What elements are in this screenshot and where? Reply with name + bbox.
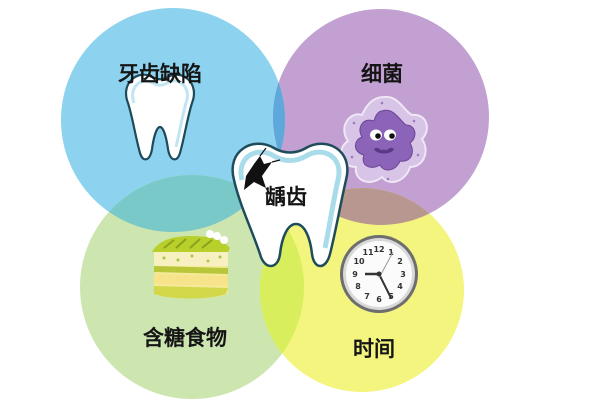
label-sugary-food: 含糖食物 bbox=[143, 326, 227, 350]
svg-text:3: 3 bbox=[400, 270, 406, 279]
svg-text:12: 12 bbox=[373, 245, 384, 254]
svg-text:8: 8 bbox=[355, 282, 361, 291]
svg-text:1: 1 bbox=[388, 248, 394, 257]
label-bacteria: 细菌 bbox=[361, 62, 403, 86]
clock-icon: 12 1 2 3 4 5 6 7 8 9 10 11 bbox=[340, 235, 418, 313]
cake-icon bbox=[152, 230, 230, 299]
svg-text:11: 11 bbox=[362, 248, 374, 257]
svg-text:6: 6 bbox=[376, 295, 382, 304]
svg-text:9: 9 bbox=[352, 270, 358, 279]
label-time: 时间 bbox=[353, 337, 395, 361]
tooth-icon bbox=[125, 73, 195, 161]
bacteria-icon bbox=[340, 95, 428, 183]
svg-text:10: 10 bbox=[353, 257, 365, 266]
label-tooth-defect: 牙齿缺陷 bbox=[118, 62, 202, 86]
svg-text:4: 4 bbox=[397, 282, 403, 291]
svg-text:7: 7 bbox=[364, 292, 370, 301]
cavity-tooth-icon bbox=[231, 142, 349, 268]
svg-text:2: 2 bbox=[397, 257, 403, 266]
label-caries: 龋齿 bbox=[265, 185, 307, 209]
